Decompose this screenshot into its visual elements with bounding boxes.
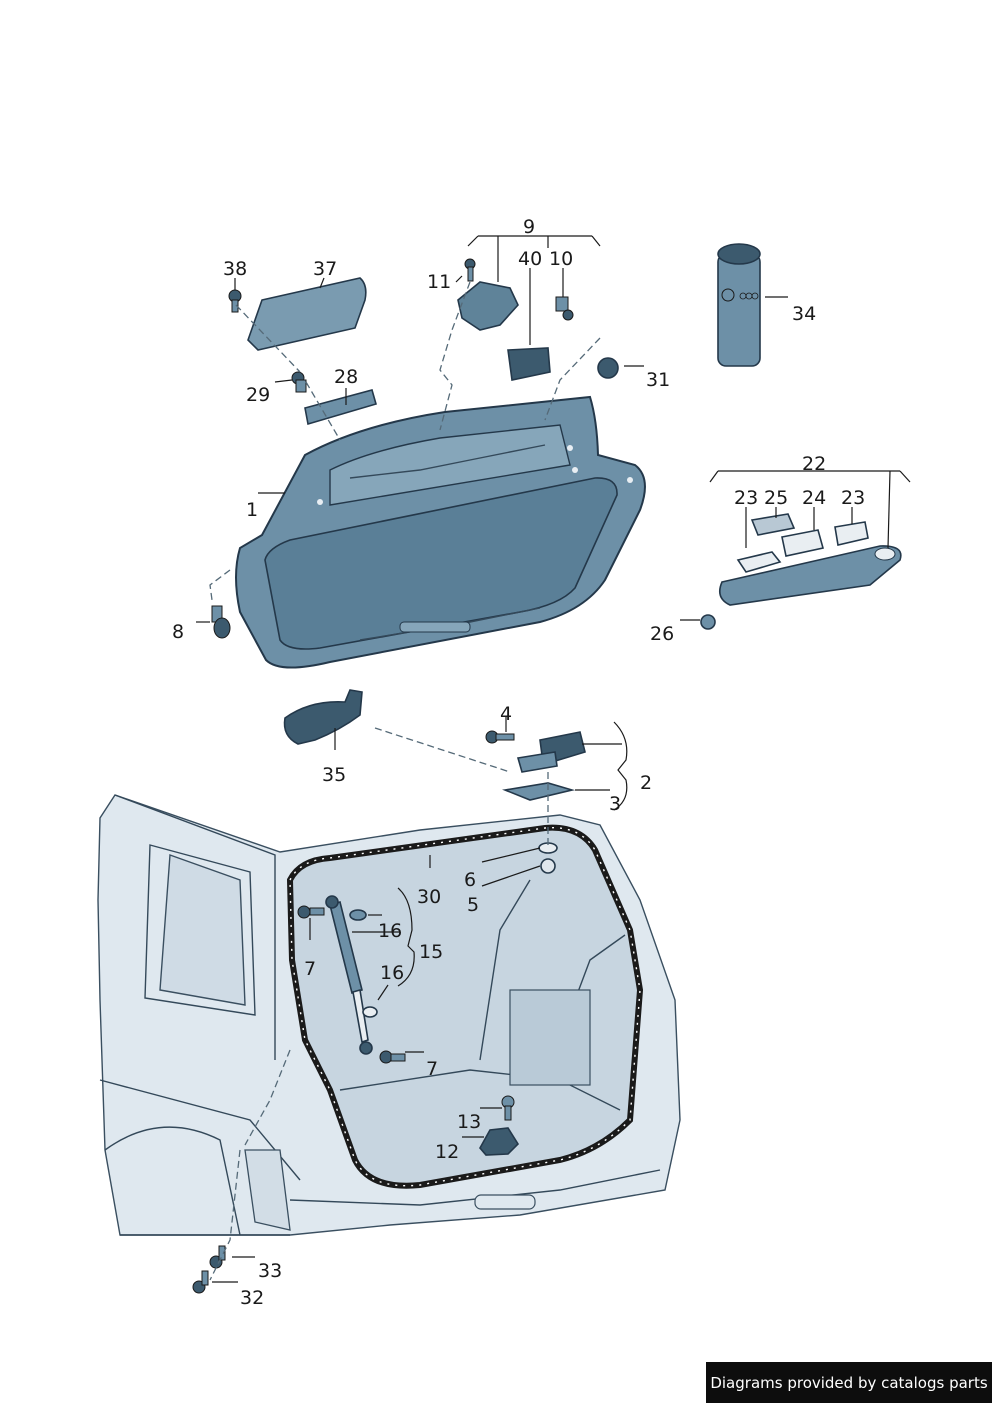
weatherseal-dots [289,826,641,1187]
lock-unit-9 [457,281,519,331]
tailgate-lid [235,395,646,669]
nut-26 [700,614,716,630]
cap-31 [597,357,619,379]
clip-29 [291,371,307,393]
callout-12: 12 [435,1141,459,1163]
callout-25: 25 [764,487,788,509]
callout-4: 4 [500,703,512,725]
tailgate-opening-interior [290,827,640,1186]
clip-16-upper [349,909,367,921]
callout-5: 5 [467,894,479,916]
callout-29: 29 [246,384,270,406]
screw-32 [192,1270,209,1294]
callout-40: 40 [518,248,542,270]
switch-10 [555,296,574,321]
callout-23-left: 23 [734,487,758,509]
tailgate-lower-stamping [359,607,541,641]
tailgate-hole [317,499,323,505]
lock-bracket-left [244,1149,291,1231]
callout-8: 8 [172,621,184,643]
callout-23-right: 23 [841,487,865,509]
screw-38 [228,289,242,313]
callout-6: 6 [464,869,476,891]
bolt-13 [501,1095,515,1121]
leader-lines [196,235,911,1283]
body-crease [99,1079,301,1181]
handle-assembly-22 [719,513,902,606]
hinge-arm [516,751,558,773]
callout-31: 31 [646,369,670,391]
callout-33: 33 [258,1260,282,1282]
tailgate-handle-recess [399,621,471,633]
callout-22: 22 [802,453,826,475]
striker-12 [479,1127,520,1156]
side-window-frame [144,844,256,1016]
tailgate-hole [567,445,573,451]
tailgate-inner-panel [264,477,618,650]
tailgate-hole [572,467,578,473]
screw-33 [209,1245,226,1269]
nut-5 [540,858,556,874]
plate-28 [304,389,377,426]
attribution-banner: Diagrams provided by catalogs parts [706,1362,992,1403]
tailgate-stamping [349,444,546,479]
callout-11: 11 [427,271,451,293]
callout-16-lower: 16 [380,962,404,984]
callout-labels: 1 2 3 4 5 6 7 7 8 9 10 11 12 13 15 16 16… [172,216,865,1309]
callout-9: 9 [523,216,535,238]
callout-10: 10 [549,248,573,270]
callout-7-upper: 7 [304,958,316,980]
actuator-40 [507,347,551,381]
callout-26: 26 [650,623,674,645]
ball-stud-7-lower [379,1050,406,1064]
callout-16-upper: 16 [378,920,402,942]
callout-38: 38 [223,258,247,280]
callout-32: 32 [240,1287,264,1309]
vehicle-rear-body [97,794,681,1236]
callout-2: 2 [640,772,652,794]
callout-34: 34 [792,303,816,325]
clip-16-lower [362,1006,378,1018]
bumper-handle [474,1194,536,1210]
tailgate-hole [627,477,633,483]
screw-11 [464,258,476,282]
interior-pillar-left [479,879,531,1061]
callout-28: 28 [334,366,358,388]
callout-15: 15 [419,941,443,963]
wheel-arch [104,1126,241,1236]
trim-cover-37 [247,277,367,351]
side-window [159,854,246,1006]
callout-35: 35 [322,764,346,786]
callout-24: 24 [802,487,826,509]
hose-sleeve-35 [283,689,363,745]
buffer-8 [211,605,231,639]
seal-plate-3 [502,782,576,801]
callout-37: 37 [313,258,337,280]
attribution-text: Diagrams provided by catalogs parts [710,1373,988,1392]
roof-line [114,794,276,1060]
assembly-dash-lines [209,281,601,1281]
tailgate-upper-frame [329,424,571,506]
grease-can-34 [717,243,761,367]
callout-1: 1 [246,499,258,521]
callout-3: 3 [609,793,621,815]
callout-30: 30 [417,886,441,908]
ball-stud-7-upper [297,905,325,919]
bolt-4 [485,730,515,744]
callout-7-lower: 7 [426,1058,438,1080]
callout-13: 13 [457,1111,481,1133]
interior-panel [509,989,591,1086]
gas-strut-15 [325,895,373,1055]
